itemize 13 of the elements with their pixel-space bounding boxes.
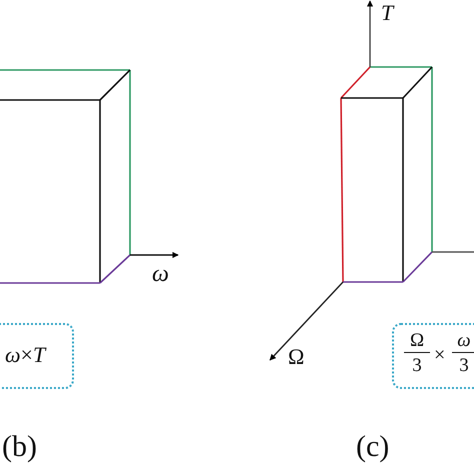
formula-text: ×: [434, 345, 446, 365]
denominator: 3: [411, 354, 423, 375]
formula-box: [0, 323, 74, 389]
panel-label: (b): [2, 432, 37, 462]
denominator: 3: [458, 354, 470, 375]
numerator: Ω: [404, 331, 430, 353]
formula-text: ω×T: [5, 344, 46, 366]
panel-label: (c): [356, 432, 390, 462]
axis-label: T: [381, 2, 394, 24]
axis-label: Ω: [288, 346, 304, 368]
formula-box: [392, 323, 474, 389]
numerator: ω: [452, 331, 474, 353]
axis-label: ω: [152, 262, 169, 286]
